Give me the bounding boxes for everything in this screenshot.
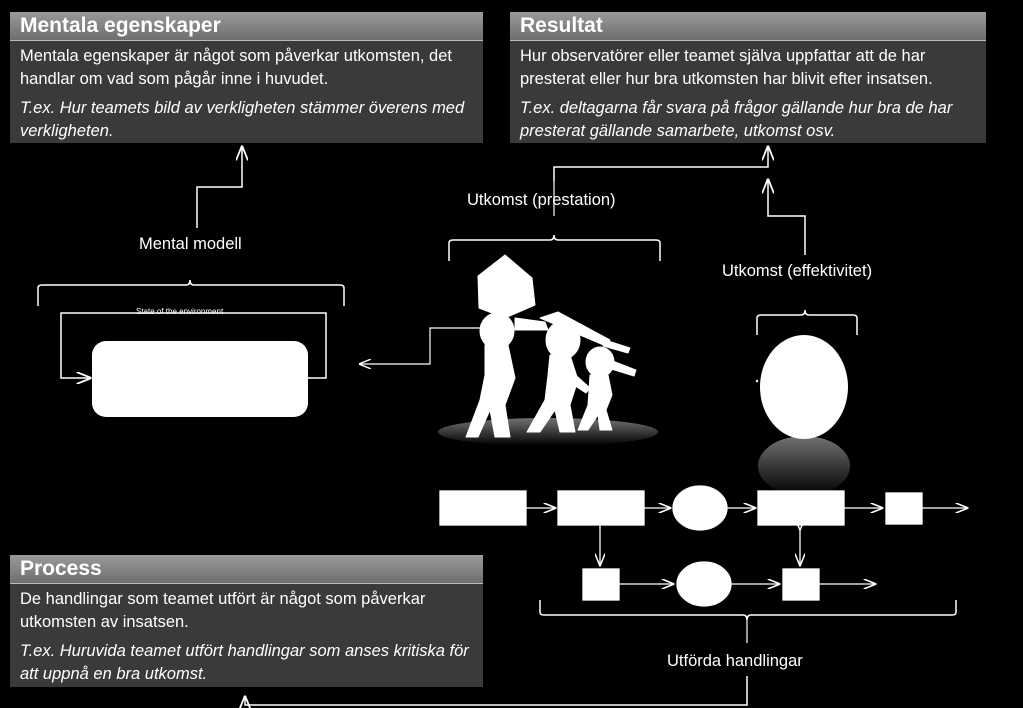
brace-utforda [539,600,957,621]
effektivitet-oval-reflection [758,436,850,496]
brace-mental-modell [37,279,345,306]
resultat-panel: Resultat Hur observatörer eller teamet s… [510,12,986,143]
brace-effektivitet [756,309,858,335]
brace-prestation [448,234,661,261]
connector-effektivitet-to-resultat [768,180,806,255]
mental-modell-label: Mental modell [139,235,242,253]
flow-box-6 [782,568,820,601]
process-flow [439,485,967,607]
resultat-text: Hur observatörer eller teamet själva upp… [520,47,933,88]
mentala-egenskaper-panel: Mentala egenskaper Mentala egenskaper är… [10,12,483,143]
process-panel: Process De handlingar som teamet utfört … [10,555,483,687]
connector-utforda-to-process [245,676,748,705]
state-loop [60,312,327,378]
flow-box-3 [757,490,845,526]
mental-model-box [92,341,308,417]
team-figures-silhouette [465,254,637,438]
state-of-environment-label: State of the environment [132,307,228,316]
flow-box-5 [582,568,620,601]
process-title: Process [10,555,483,584]
resultat-example: T.ex. deltagarna får svara på frågor gäl… [520,99,953,140]
flow-ellipse-2 [676,561,732,607]
mentala-egenskaper-title: Mentala egenskaper [10,12,483,41]
connector-prestation-to-resultat-2 [553,147,768,181]
flow-box-1 [439,490,527,526]
effektivitet-label: Utkomst (effektivitet) [722,262,873,280]
flow-box-4 [885,492,923,525]
resultat-title: Resultat [510,12,986,41]
utforda-handlingar-label: Utförda handlingar [667,652,803,670]
mentala-egenskaper-text: Mentala egenskaper är något som påverkar… [20,47,452,88]
effektivitet-oval [760,335,848,439]
mentala-egenskaper-example: T.ex. Hur teamets bild av verkligheten s… [20,99,465,140]
prestation-label: Utkomst (prestation) [467,191,616,209]
process-example: T.ex. Huruvida teamet utfört handlingar … [20,642,469,683]
process-text: De handlingar som teamet utfört är något… [20,590,426,631]
flow-box-2 [557,490,645,526]
flow-ellipse-1 [672,485,728,531]
connector-mental-to-panel [196,147,242,228]
